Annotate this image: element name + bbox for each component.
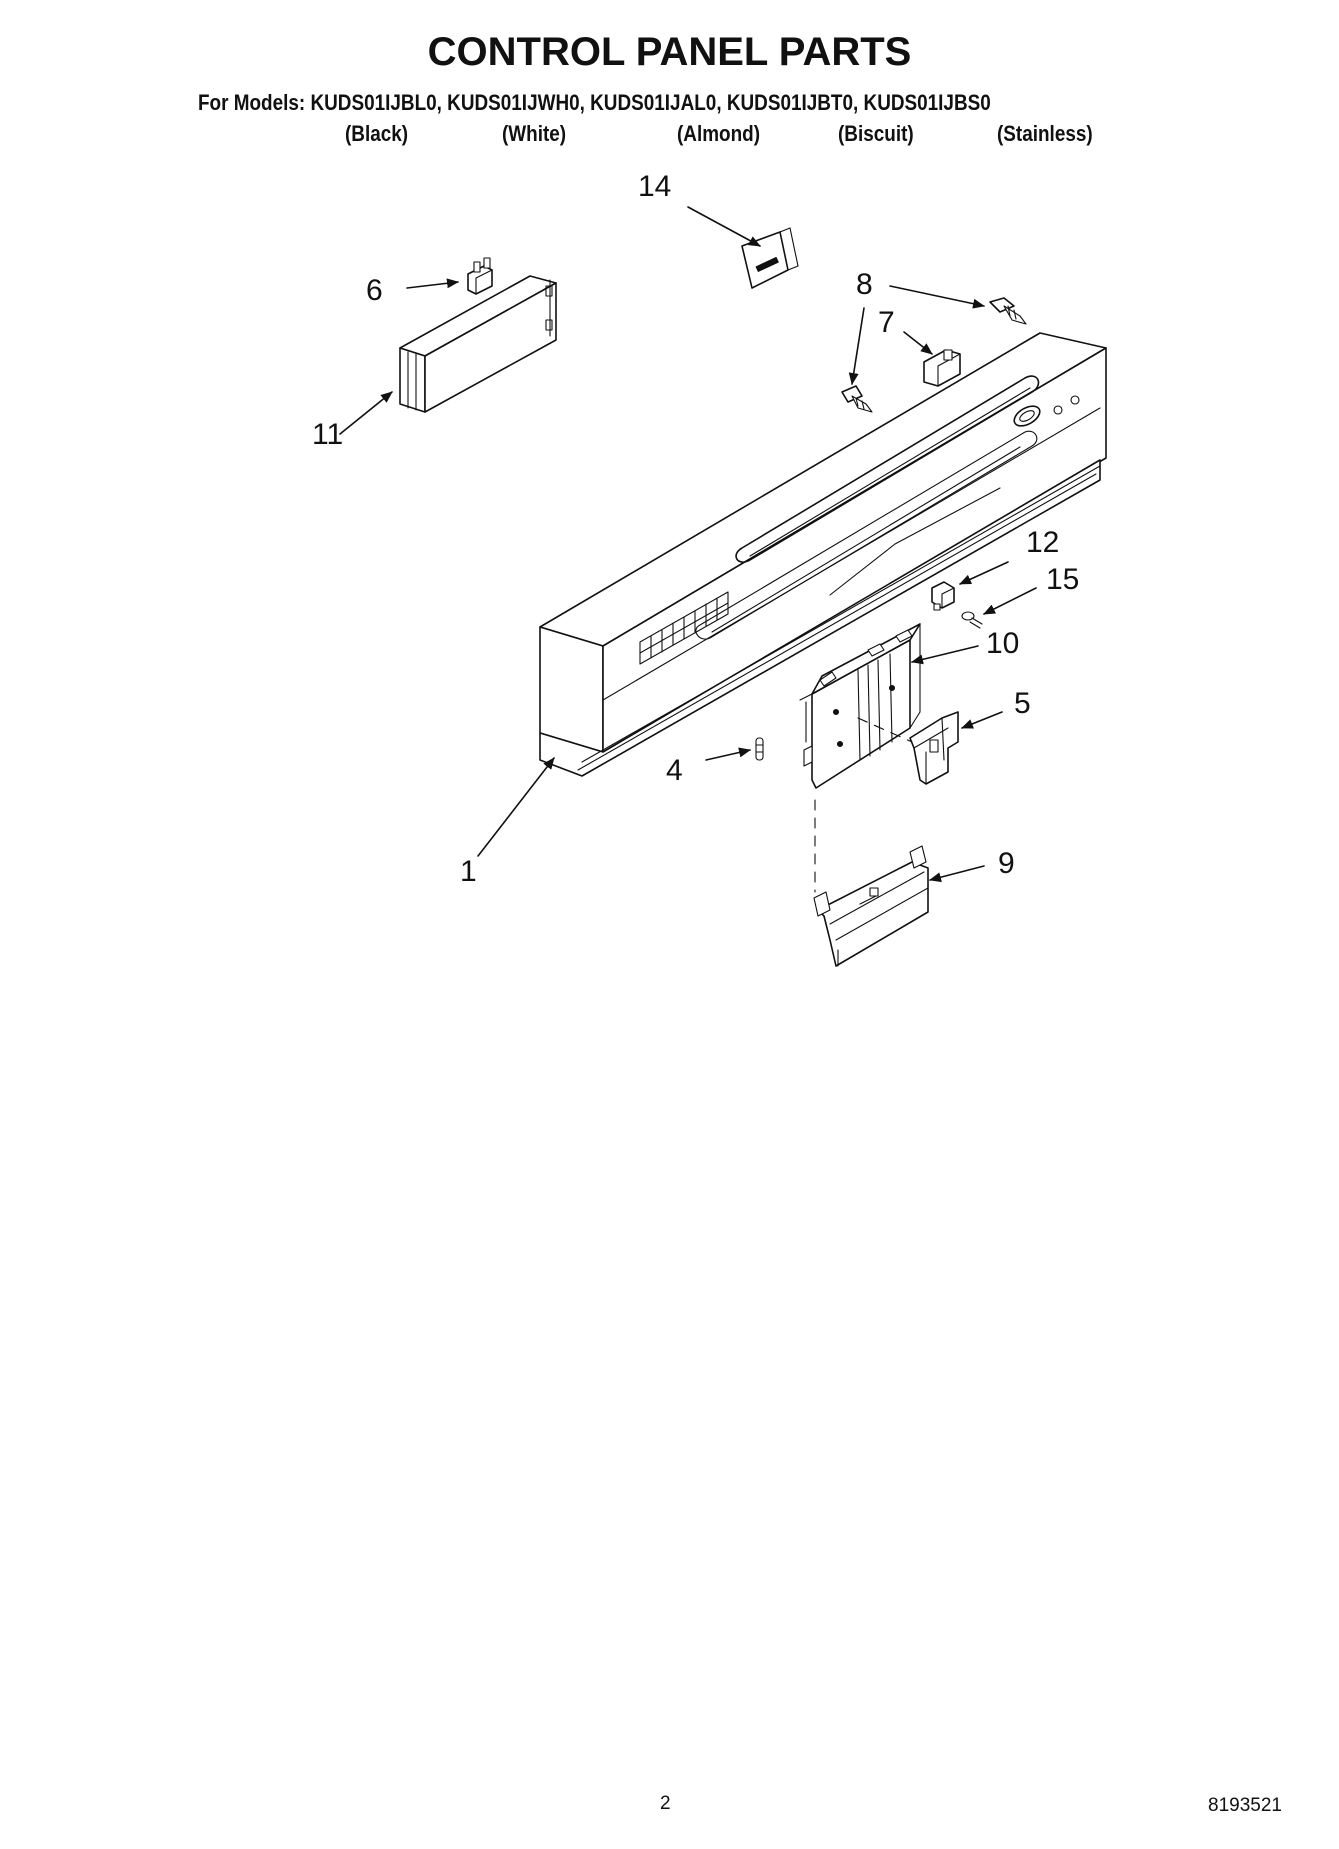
callout-6: 6 bbox=[366, 274, 383, 307]
callout-4: 4 bbox=[666, 754, 683, 787]
pin bbox=[755, 737, 764, 761]
page-title: CONTROL PANEL PARTS bbox=[427, 30, 912, 74]
color-label-almond: (Almond) bbox=[677, 121, 761, 146]
callout-7: 7 bbox=[878, 306, 895, 339]
vent-grid bbox=[639, 591, 729, 665]
callout-15: 15 bbox=[1046, 563, 1080, 596]
callout-1: 1 bbox=[460, 855, 477, 888]
leader-arrow-1 bbox=[477, 757, 555, 857]
leader-arrow-4 bbox=[705, 747, 751, 761]
leader-arrow-5 bbox=[961, 711, 1003, 729]
control-module-housing bbox=[399, 275, 557, 413]
document-number: 8193521 bbox=[1208, 1795, 1282, 1816]
screw-top bbox=[989, 297, 1027, 325]
leader-arrow-6 bbox=[406, 278, 459, 289]
color-label-white: (White) bbox=[502, 121, 567, 146]
callout-12: 12 bbox=[1026, 526, 1060, 559]
callout-5: 5 bbox=[1014, 687, 1031, 720]
callout-9: 9 bbox=[998, 847, 1015, 880]
screw-bottom bbox=[841, 385, 873, 413]
leader-arrow-14 bbox=[687, 206, 761, 247]
module-clip bbox=[467, 257, 493, 295]
callout-11: 11 bbox=[312, 418, 344, 451]
control-panel-console bbox=[539, 332, 1107, 777]
callout-14: 14 bbox=[638, 170, 672, 203]
page-number: 2 bbox=[660, 1793, 671, 1814]
leader-arrow-12 bbox=[959, 561, 1009, 585]
mounting-bracket-plate bbox=[799, 623, 921, 789]
rating-label-badge bbox=[741, 227, 799, 289]
switch bbox=[931, 581, 955, 611]
knob bbox=[1013, 405, 1041, 427]
leader-arrow-10 bbox=[911, 645, 979, 665]
models-line: For Models: KUDS01IJBL0, KUDS01IJWH0, KU… bbox=[198, 90, 991, 115]
color-label-biscuit: (Biscuit) bbox=[838, 121, 914, 146]
callout-10: 10 bbox=[986, 627, 1020, 660]
side-bracket bbox=[909, 711, 959, 785]
leader-arrow-8b bbox=[848, 307, 865, 385]
color-label-black: (Black) bbox=[345, 121, 409, 146]
alignment-line bbox=[857, 717, 913, 743]
small-screw bbox=[961, 611, 983, 629]
callout-8: 8 bbox=[856, 268, 873, 301]
panel-bracket-clip bbox=[923, 349, 961, 387]
leader-arrow-15 bbox=[983, 587, 1037, 615]
lower-bracket bbox=[813, 845, 929, 967]
leader-arrow-9 bbox=[929, 865, 985, 883]
color-label-stainless: (Stainless) bbox=[997, 121, 1093, 146]
leader-arrow-11 bbox=[339, 391, 393, 435]
leader-arrow-7 bbox=[903, 331, 933, 355]
leader-arrow-8a bbox=[889, 285, 985, 309]
